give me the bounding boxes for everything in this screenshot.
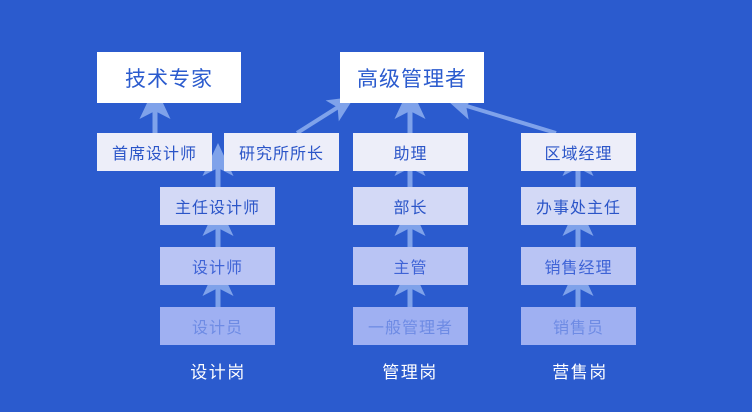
role-node[interactable]: 部长	[353, 187, 468, 225]
role-node[interactable]: 首席设计师	[97, 133, 212, 171]
top-tier-node[interactable]: 高级管理者	[340, 52, 484, 103]
cross-track-arrow	[446, 95, 557, 135]
role-node[interactable]: 一般管理者	[353, 307, 468, 345]
column-caption: 设计岗	[190, 363, 246, 382]
role-node[interactable]: 研究所所长	[224, 133, 339, 171]
role-node[interactable]: 设计师	[160, 247, 275, 285]
role-node[interactable]: 销售员	[521, 307, 636, 345]
role-node[interactable]: 设计员	[160, 307, 275, 345]
column-caption: 营售岗	[552, 363, 608, 382]
role-node[interactable]: 销售经理	[521, 247, 636, 285]
top-tier-node[interactable]: 技术专家	[97, 52, 241, 103]
role-node[interactable]: 区域经理	[521, 133, 636, 171]
role-node[interactable]: 主管	[353, 247, 468, 285]
cross-track-arrow	[295, 96, 355, 135]
role-node[interactable]: 主任设计师	[160, 187, 275, 225]
role-node[interactable]: 助理	[353, 133, 468, 171]
role-node[interactable]: 办事处主任	[521, 187, 636, 225]
diagonal-arrows-group	[295, 95, 557, 135]
column-caption: 管理岗	[382, 363, 438, 382]
